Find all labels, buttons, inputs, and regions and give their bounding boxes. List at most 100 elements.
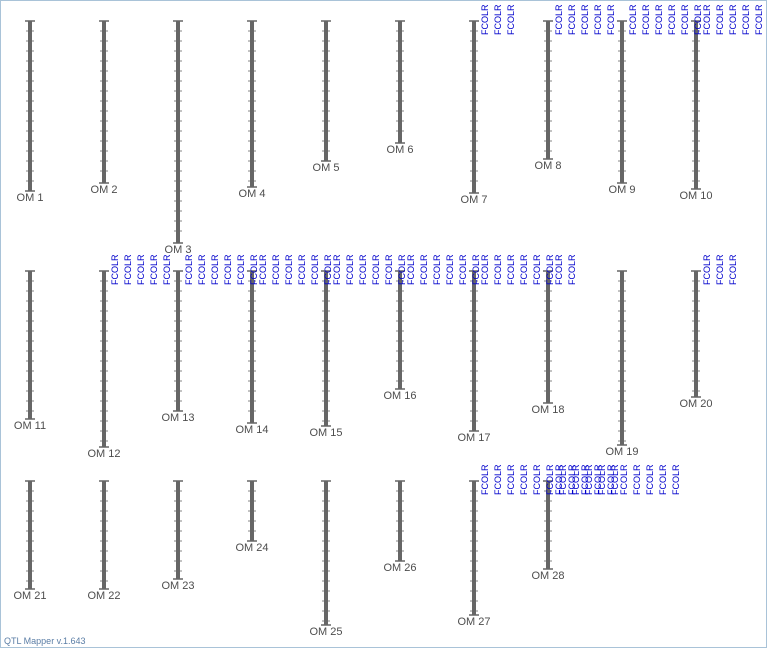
- qtl-label[interactable]: FCOLR: [671, 464, 681, 495]
- chromosome[interactable]: OM 27: [457, 480, 491, 628]
- qtl-label[interactable]: FCOLR: [480, 464, 490, 495]
- chromosome[interactable]: OM 28: [531, 480, 565, 582]
- qtl-label[interactable]: FCOLR: [571, 464, 581, 495]
- qtl-label[interactable]: FCOLR: [506, 464, 516, 495]
- qtl-label[interactable]: FCOLR: [641, 4, 651, 35]
- qtl-label[interactable]: FCOLR: [406, 254, 416, 285]
- qtl-label[interactable]: FCOLR: [432, 254, 442, 285]
- chromosome[interactable]: OM 12: [87, 270, 121, 460]
- chromosome[interactable]: OM 2: [91, 20, 118, 196]
- qtl-label[interactable]: FCOLR: [371, 254, 381, 285]
- qtl-label[interactable]: FCOLR: [397, 254, 407, 285]
- qtl-label[interactable]: FCOLR: [628, 4, 638, 35]
- qtl-label[interactable]: FCOLR: [184, 254, 194, 285]
- qtl-label[interactable]: FCOLR: [632, 464, 642, 495]
- qtl-label[interactable]: FCOLR: [358, 254, 368, 285]
- qtl-label[interactable]: FCOLR: [110, 254, 120, 285]
- chromosome[interactable]: OM 3: [165, 20, 192, 256]
- chromosome[interactable]: OM 6: [387, 20, 414, 156]
- chromosome[interactable]: OM 4: [239, 20, 266, 200]
- qtl-label[interactable]: FCOLR: [149, 254, 159, 285]
- qtl-label[interactable]: FCOLR: [580, 464, 590, 495]
- chromosome[interactable]: OM 15: [309, 270, 343, 439]
- qtl-label[interactable]: FCOLR: [471, 254, 481, 285]
- qtl-label[interactable]: FCOLR: [558, 464, 568, 495]
- qtl-label[interactable]: FCOLR: [123, 254, 133, 285]
- qtl-label[interactable]: FCOLR: [284, 254, 294, 285]
- qtl-label[interactable]: FCOLR: [728, 4, 738, 35]
- qtl-label[interactable]: FCOLR: [532, 254, 542, 285]
- qtl-label[interactable]: FCOLR: [584, 464, 594, 495]
- qtl-label[interactable]: FCOLR: [567, 464, 577, 495]
- qtl-label[interactable]: FCOLR: [741, 4, 751, 35]
- qtl-label[interactable]: FCOLR: [519, 464, 529, 495]
- qtl-label[interactable]: FCOLR: [480, 4, 490, 35]
- qtl-label[interactable]: FCOLR: [715, 254, 725, 285]
- qtl-label[interactable]: FCOLR: [610, 464, 620, 495]
- qtl-label[interactable]: FCOLR: [754, 4, 764, 35]
- chromosome[interactable]: OM 19: [605, 270, 639, 458]
- qtl-label[interactable]: FCOLR: [654, 4, 664, 35]
- qtl-label[interactable]: FCOLR: [658, 464, 668, 495]
- qtl-label[interactable]: FCOLR: [136, 254, 146, 285]
- qtl-label[interactable]: FCOLR: [606, 464, 616, 495]
- chromosome[interactable]: OM 23: [161, 480, 195, 592]
- qtl-label[interactable]: FCOLR: [667, 4, 677, 35]
- qtl-label[interactable]: FCOLR: [680, 4, 690, 35]
- qtl-label[interactable]: FCOLR: [419, 254, 429, 285]
- qtl-label[interactable]: FCOLR: [619, 464, 629, 495]
- chromosome[interactable]: OM 14: [235, 270, 269, 436]
- qtl-label[interactable]: FCOLR: [197, 254, 207, 285]
- qtl-label[interactable]: FCOLR: [702, 4, 712, 35]
- chromosome[interactable]: OM 18: [531, 270, 565, 416]
- chromosome[interactable]: OM 26: [383, 480, 417, 574]
- qtl-label[interactable]: FCOLR: [345, 254, 355, 285]
- chromosome[interactable]: OM 22: [87, 480, 121, 602]
- chromosome[interactable]: OM 25: [309, 480, 343, 638]
- chromosome[interactable]: OM 11: [14, 270, 46, 432]
- chromosome[interactable]: OM 8: [535, 20, 562, 172]
- qtl-label[interactable]: FCOLR: [567, 254, 577, 285]
- qtl-label[interactable]: FCOLR: [297, 254, 307, 285]
- qtl-label[interactable]: FCOLR: [223, 254, 233, 285]
- qtl-label[interactable]: FCOLR: [210, 254, 220, 285]
- chromosome[interactable]: OM 1: [17, 20, 44, 204]
- qtl-label[interactable]: FCOLR: [715, 4, 725, 35]
- chromosome[interactable]: OM 7: [461, 20, 488, 206]
- qtl-label[interactable]: FCOLR: [162, 254, 172, 285]
- chromosome[interactable]: OM 5: [313, 20, 340, 174]
- qtl-label[interactable]: FCOLR: [580, 4, 590, 35]
- chromosome[interactable]: OM 17: [457, 270, 491, 444]
- chromosome[interactable]: OM 16: [383, 270, 417, 402]
- qtl-label[interactable]: FCOLR: [258, 254, 268, 285]
- qtl-label[interactable]: FCOLR: [493, 4, 503, 35]
- chromosome[interactable]: OM 10: [679, 20, 713, 202]
- qtl-label[interactable]: FCOLR: [532, 464, 542, 495]
- qtl-label[interactable]: FCOLR: [693, 4, 703, 35]
- qtl-label[interactable]: FCOLR: [271, 254, 281, 285]
- qtl-label[interactable]: FCOLR: [593, 464, 603, 495]
- qtl-label[interactable]: FCOLR: [506, 254, 516, 285]
- chromosome[interactable]: OM 9: [609, 20, 636, 196]
- qtl-label[interactable]: FCOLR: [332, 254, 342, 285]
- qtl-label[interactable]: FCOLR: [728, 254, 738, 285]
- qtl-label[interactable]: FCOLR: [567, 4, 577, 35]
- qtl-label[interactable]: FCOLR: [702, 254, 712, 285]
- qtl-label[interactable]: FCOLR: [445, 254, 455, 285]
- qtl-label[interactable]: FCOLR: [554, 254, 564, 285]
- chromosome[interactable]: OM 21: [13, 480, 47, 602]
- qtl-label[interactable]: FCOLR: [384, 254, 394, 285]
- qtl-label[interactable]: FCOLR: [554, 4, 564, 35]
- chromosome[interactable]: OM 24: [235, 480, 269, 554]
- qtl-label[interactable]: FCOLR: [480, 254, 490, 285]
- qtl-label[interactable]: FCOLR: [545, 254, 555, 285]
- qtl-label[interactable]: FCOLR: [519, 254, 529, 285]
- qtl-label[interactable]: FCOLR: [597, 464, 607, 495]
- qtl-label[interactable]: FCOLR: [458, 254, 468, 285]
- qtl-label[interactable]: FCOLR: [506, 4, 516, 35]
- qtl-label[interactable]: FCOLR: [493, 464, 503, 495]
- qtl-label[interactable]: FCOLR: [236, 254, 246, 285]
- qtl-label[interactable]: FCOLR: [249, 254, 259, 285]
- qtl-label[interactable]: FCOLR: [323, 254, 333, 285]
- chromosome[interactable]: OM 20: [679, 270, 713, 410]
